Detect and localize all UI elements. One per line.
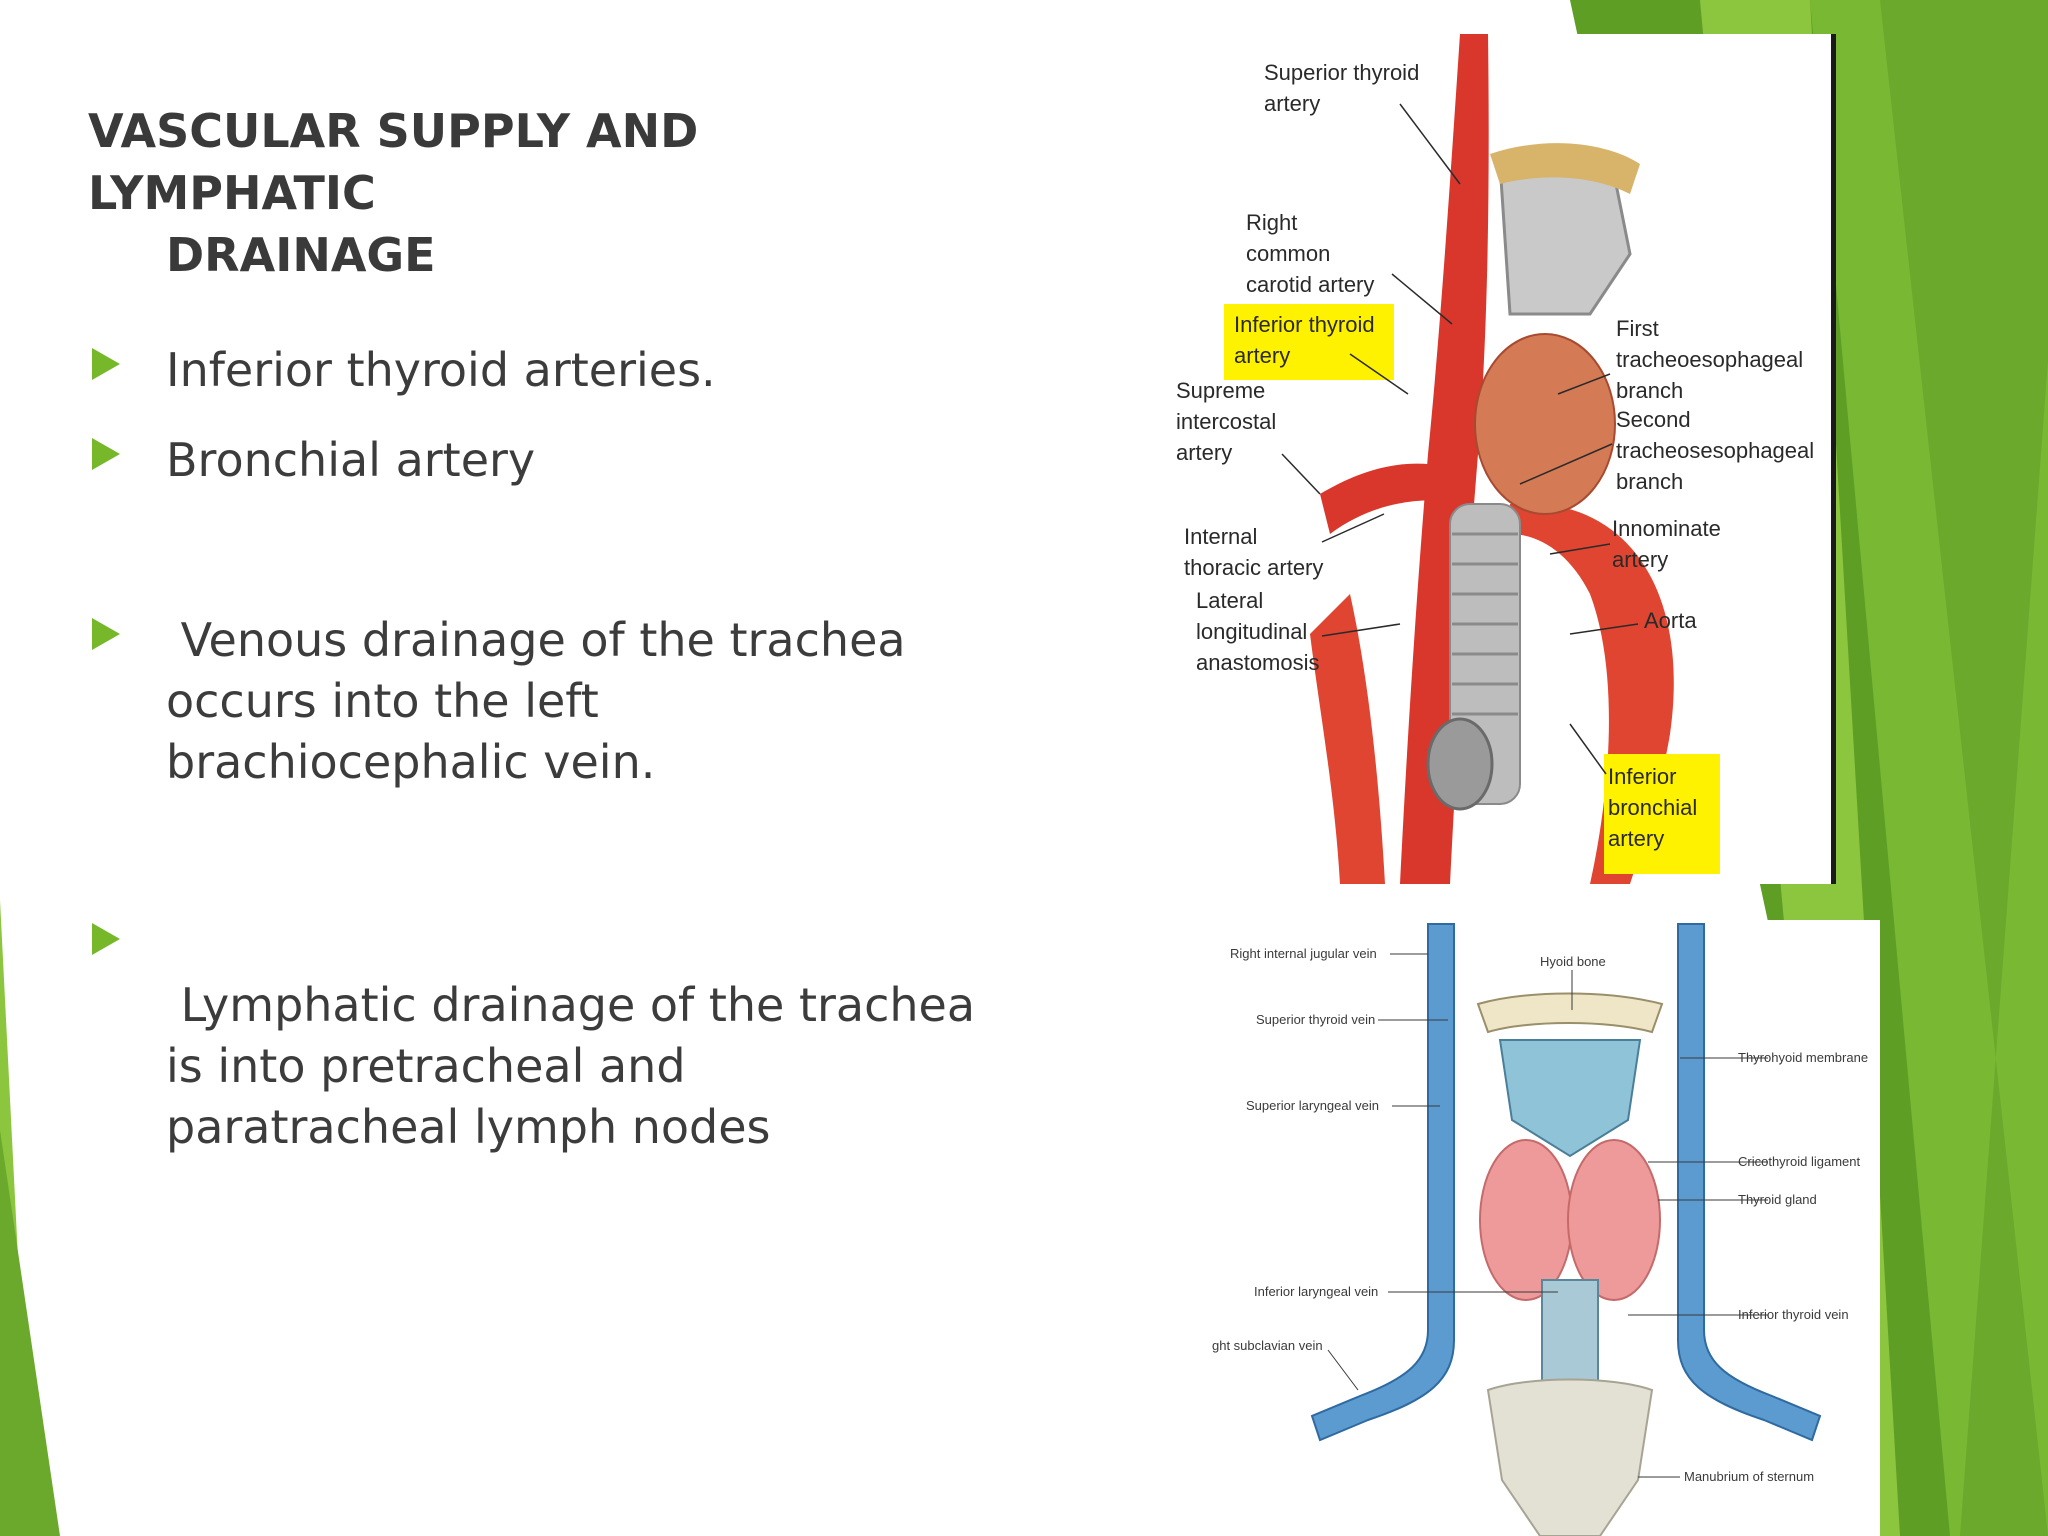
subclavian-vessel bbox=[1320, 463, 1470, 534]
label-thyroid-gland: Thyroid gland bbox=[1738, 1192, 1817, 1207]
label-supreme-intercostal: Supreme intercostal artery bbox=[1176, 378, 1282, 465]
arterial-supply-figure: Superior thyroid artery Right common car… bbox=[1170, 34, 1836, 884]
arterial-diagram: Superior thyroid artery Right common car… bbox=[1176, 34, 1820, 884]
trachea-rings bbox=[1426, 503, 1521, 811]
label-inferior-thyroid-artery: Inferior thyroid artery bbox=[1234, 312, 1381, 368]
title-line-1: VASCULAR SUPPLY AND LYMPHATIC bbox=[88, 104, 699, 220]
bg-green-left-sliver-dark bbox=[0, 1130, 60, 1536]
thyroid-lobe-left bbox=[1567, 1139, 1661, 1301]
label-superior-thyroid-artery: Superior thyroid artery bbox=[1264, 60, 1425, 116]
venous-drainage-figure: Right internal jugular vein Hyoid bone S… bbox=[1208, 920, 1880, 1536]
title-line-2: DRAINAGE bbox=[166, 228, 436, 282]
bullet-arrow-icon bbox=[92, 923, 120, 955]
label-inferior-laryngeal-vein: Inferior laryngeal vein bbox=[1254, 1284, 1378, 1299]
label-inferior-bronchial-artery: Inferior bronchial artery bbox=[1608, 764, 1703, 851]
label-right-subclavian-vein: ght subclavian vein bbox=[1212, 1338, 1323, 1353]
inferior-thyroid-highlight bbox=[1224, 304, 1394, 380]
label-thyrohyoid-membrane: Thyrohyoid membrane bbox=[1738, 1050, 1868, 1065]
label-innominate-artery: Innominate artery bbox=[1612, 516, 1727, 572]
label-manubrium-of-sternum: Manubrium of sternum bbox=[1684, 1469, 1814, 1484]
slide-title: VASCULAR SUPPLY AND LYMPHATIC DRAINAGE bbox=[88, 100, 988, 286]
bullet-text: Lymphatic drainage of the trachea is int… bbox=[166, 978, 976, 1154]
label-hyoid-bone: Hyoid bone bbox=[1540, 954, 1606, 969]
label-right-common-carotid: Right common carotid artery bbox=[1246, 210, 1374, 297]
left-jugular-subclavian-vein bbox=[1677, 923, 1822, 1442]
label-second-tracheosesophageal: Second tracheosesophageal branch bbox=[1616, 407, 1820, 494]
label-first-tracheoesophageal: First tracheoesophageal branch bbox=[1616, 316, 1809, 403]
leader-lines bbox=[1281, 103, 1639, 775]
bg-green-stripe bbox=[1880, 0, 2048, 1536]
label-internal-thoracic: Internal thoracic artery bbox=[1184, 524, 1323, 580]
left-descending-vessel bbox=[1310, 594, 1385, 884]
label-right-internal-jugular-vein: Right internal jugular vein bbox=[1230, 946, 1377, 961]
bullet-text: Inferior thyroid arteries. bbox=[166, 343, 716, 397]
venous-diagram: Right internal jugular vein Hyoid bone S… bbox=[1212, 923, 1868, 1536]
thyroid-cartilage-shape bbox=[1498, 1039, 1642, 1158]
label-cricothyroid-ligament: Cricothyroid ligament bbox=[1738, 1154, 1860, 1169]
vein-leader-lines bbox=[1327, 953, 1768, 1478]
common-carotid-vessel bbox=[1400, 34, 1489, 884]
label-aorta: Aorta bbox=[1644, 608, 1697, 633]
bullet-arrow-icon bbox=[92, 348, 120, 380]
bullet-text: Bronchial artery bbox=[166, 433, 536, 487]
bullet-text: Venous drainage of the trachea occurs in… bbox=[166, 613, 906, 789]
thyroid-gland-shape bbox=[1474, 333, 1616, 515]
label-inferior-thyroid-vein: Inferior thyroid vein bbox=[1738, 1307, 1849, 1322]
hyoid-bone-shape bbox=[1476, 992, 1664, 1034]
label-superior-laryngeal-vein: Superior laryngeal vein bbox=[1246, 1098, 1379, 1113]
manubrium-shape bbox=[1486, 1378, 1654, 1536]
thyroid-lobe-right bbox=[1479, 1139, 1573, 1301]
hyoid-bone-shape bbox=[1490, 143, 1640, 194]
right-jugular-subclavian-vein bbox=[1310, 923, 1455, 1442]
bullet-arrow-icon bbox=[92, 438, 120, 470]
inferior-bronchial-highlight bbox=[1604, 754, 1720, 874]
label-superior-thyroid-vein: Superior thyroid vein bbox=[1256, 1012, 1375, 1027]
label-lateral-longitudinal: Lateral longitudinal anastomosis bbox=[1196, 588, 1320, 675]
bullet-arrow-icon bbox=[92, 618, 120, 650]
